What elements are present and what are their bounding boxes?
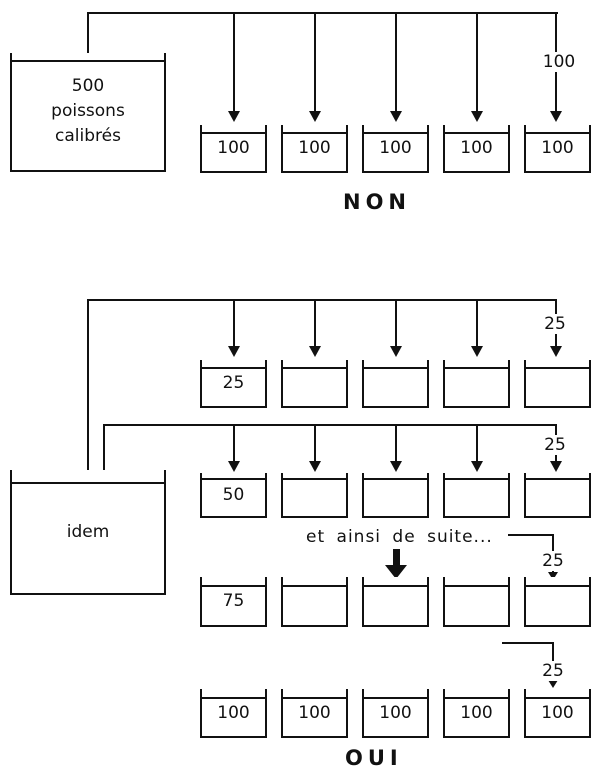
oui-row2-tank-1: 50 bbox=[200, 473, 267, 518]
down-arrow bbox=[476, 299, 478, 347]
caption-oui: OUI bbox=[345, 746, 403, 770]
tank-value: 25 bbox=[222, 373, 245, 393]
tank-value: 100 bbox=[379, 138, 412, 158]
source-tank-label: idem bbox=[66, 521, 110, 542]
source-tank-text: 500 poissons calibrés bbox=[51, 74, 125, 149]
bold-down-arrow-icon bbox=[385, 565, 407, 579]
source-tank-500: 500 poissons calibrés bbox=[10, 53, 166, 172]
down-arrow bbox=[314, 299, 316, 347]
down-arrow-icon bbox=[228, 461, 240, 472]
down-arrow-icon bbox=[228, 346, 240, 357]
connector-line bbox=[502, 642, 554, 644]
down-arrow-icon bbox=[228, 111, 240, 122]
oui-row3-tank-3 bbox=[362, 577, 429, 627]
bold-down-arrow-icon bbox=[393, 549, 400, 566]
non-tank-2: 100 bbox=[281, 125, 348, 173]
oui-row2-tank-2 bbox=[281, 473, 348, 518]
tank-value: 100 bbox=[541, 138, 574, 158]
oui-row4-tank-3: 100 bbox=[362, 689, 429, 738]
oui-row2-tank-4 bbox=[443, 473, 510, 518]
oui-row1-tank-1: 25 bbox=[200, 360, 267, 408]
oui-row1-tank-5 bbox=[524, 360, 591, 408]
down-arrow bbox=[233, 424, 235, 462]
non-tank-5: 100 bbox=[524, 125, 591, 173]
down-arrow bbox=[476, 424, 478, 462]
non-tank-3: 100 bbox=[362, 125, 429, 173]
transfer-count-label: 25 bbox=[541, 435, 569, 455]
tank-value: 50 bbox=[222, 484, 245, 505]
down-arrow-icon bbox=[550, 461, 562, 472]
oui-row3-tank-4 bbox=[443, 577, 510, 627]
tank-value: 100 bbox=[298, 138, 331, 158]
connector-line bbox=[87, 12, 558, 14]
down-arrow-icon bbox=[550, 346, 562, 357]
down-arrow bbox=[314, 424, 316, 462]
tank-value: 100 bbox=[460, 138, 493, 158]
oui-row1-tank-2 bbox=[281, 360, 348, 408]
down-arrow bbox=[233, 12, 235, 112]
oui-row4-tank-1: 100 bbox=[200, 689, 267, 738]
down-arrow-icon bbox=[309, 461, 321, 472]
down-arrow-icon bbox=[309, 111, 321, 122]
down-arrow-icon bbox=[550, 111, 562, 122]
caption-non: NON bbox=[343, 190, 412, 214]
down-arrow-icon bbox=[309, 346, 321, 357]
source-tank-idem: idem bbox=[10, 470, 166, 595]
note-text: et ainsi de suite... bbox=[306, 527, 493, 547]
connector-line bbox=[508, 534, 554, 536]
connector-line bbox=[87, 299, 557, 301]
connector-line bbox=[103, 424, 105, 478]
tank-value: 100 bbox=[379, 702, 412, 723]
source-tank-line-3: calibrés bbox=[55, 126, 121, 146]
non-tank-1: 100 bbox=[200, 125, 267, 173]
down-arrow bbox=[233, 299, 235, 347]
oui-row1-tank-3 bbox=[362, 360, 429, 408]
down-arrow bbox=[395, 299, 397, 347]
down-arrow bbox=[395, 12, 397, 112]
down-arrow-icon bbox=[390, 111, 402, 122]
oui-row3-tank-5 bbox=[524, 577, 591, 627]
source-tank-line-2: poissons bbox=[51, 101, 125, 121]
oui-row4-tank-2: 100 bbox=[281, 689, 348, 738]
tank-value: 100 bbox=[217, 138, 250, 158]
transfer-count-label: 25 bbox=[539, 551, 567, 571]
connector-line bbox=[87, 299, 89, 478]
down-arrow-icon bbox=[390, 461, 402, 472]
oui-row2-tank-3 bbox=[362, 473, 429, 518]
down-arrow bbox=[314, 12, 316, 112]
source-tank-line-1: 500 bbox=[71, 76, 105, 96]
tank-value: 100 bbox=[298, 702, 331, 723]
oui-row4-tank-5: 100 bbox=[524, 689, 591, 738]
down-arrow-icon bbox=[471, 461, 483, 472]
down-arrow-icon bbox=[390, 346, 402, 357]
down-arrow bbox=[476, 12, 478, 112]
down-arrow bbox=[395, 424, 397, 462]
tank-value: 100 bbox=[460, 702, 493, 723]
tank-value: 100 bbox=[541, 702, 574, 723]
connector-line bbox=[87, 12, 89, 55]
oui-row2-tank-5 bbox=[524, 473, 591, 518]
oui-row3-tank-2 bbox=[281, 577, 348, 627]
oui-row1-tank-4 bbox=[443, 360, 510, 408]
connector-line bbox=[103, 424, 557, 426]
non-tank-4: 100 bbox=[443, 125, 510, 173]
down-arrow-icon bbox=[471, 346, 483, 357]
oui-row3-tank-1: 75 bbox=[200, 577, 267, 627]
down-arrow-icon bbox=[548, 572, 558, 580]
transfer-count-label: 25 bbox=[539, 661, 567, 681]
tank-value: 100 bbox=[217, 702, 250, 723]
oui-row4-tank-4: 100 bbox=[443, 689, 510, 738]
transfer-count-label: 100 bbox=[539, 52, 579, 72]
transfer-count-label: 25 bbox=[541, 314, 569, 334]
down-arrow-icon bbox=[471, 111, 483, 122]
down-arrow-icon bbox=[548, 680, 558, 688]
tank-value: 75 bbox=[222, 591, 245, 611]
